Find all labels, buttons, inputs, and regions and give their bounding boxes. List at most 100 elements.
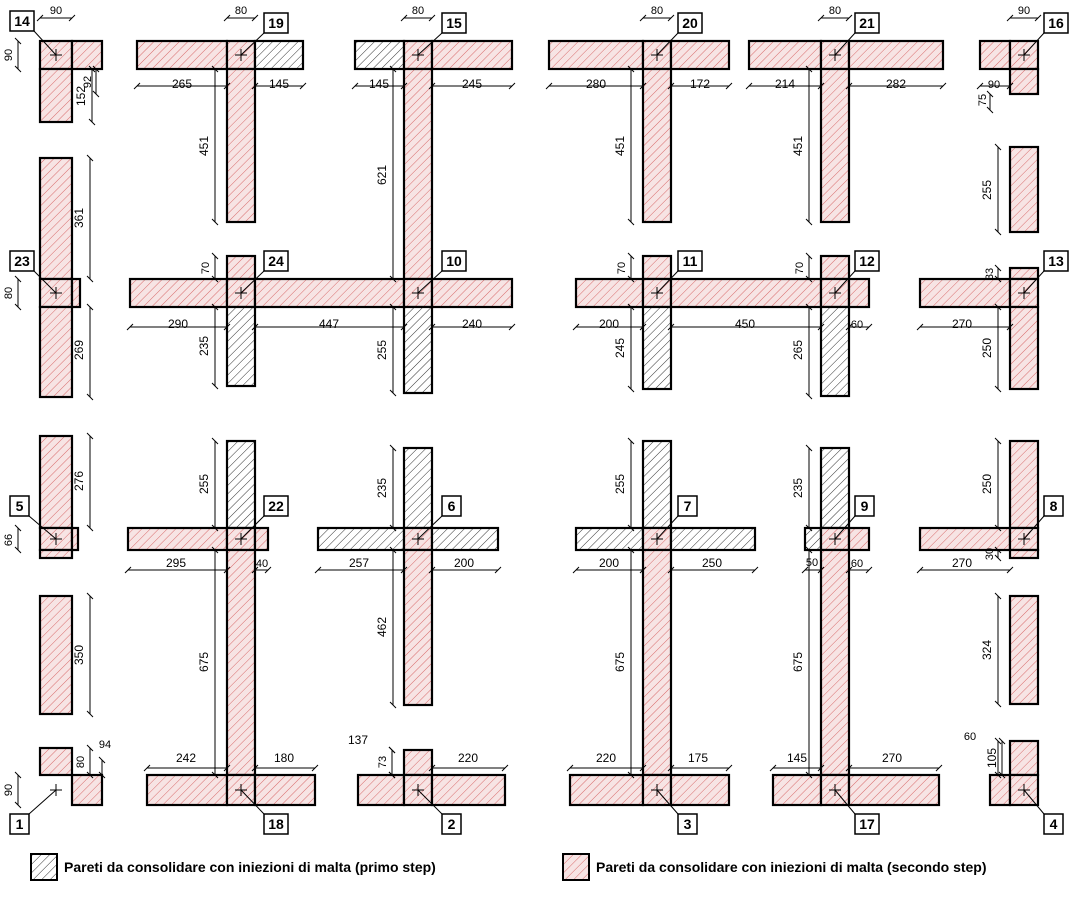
- wall-second-step: [641, 67, 673, 224]
- wall-second-step: [225, 548, 257, 777]
- wall-second-step: [988, 773, 1012, 807]
- dimension-text: 324: [980, 640, 994, 660]
- legend-swatch-red-hatch: [562, 853, 590, 881]
- wall-first-step: [819, 446, 851, 530]
- dimension-text: 73: [377, 756, 389, 768]
- node-label-2: 2: [417, 789, 462, 835]
- wall-second-step: [135, 39, 229, 71]
- dimension-text: 269: [72, 340, 86, 360]
- node-label-22: 22: [240, 495, 289, 540]
- svg-text:1: 1: [16, 816, 24, 832]
- node-label-3: 3: [656, 789, 698, 835]
- dimension-text: 80: [412, 5, 424, 17]
- dimension-text: 245: [462, 77, 482, 91]
- dimension-text: 75: [977, 94, 989, 106]
- dimension-text: 66: [3, 534, 15, 546]
- svg-text:14: 14: [14, 13, 30, 29]
- dimension-text: 235: [791, 478, 805, 498]
- svg-text:11: 11: [683, 253, 698, 269]
- wall-second-step: [747, 39, 823, 71]
- dimension-text: 270: [952, 556, 972, 570]
- wall-first-step: [253, 39, 305, 71]
- wall-second-step: [819, 548, 851, 777]
- node-label-16: 16: [1023, 12, 1069, 56]
- wall-second-step: [669, 773, 731, 807]
- dimension-text: 447: [319, 317, 339, 331]
- wall-second-step: [847, 277, 871, 309]
- wall-second-step: [978, 39, 1012, 71]
- dimension-text: 240: [462, 317, 482, 331]
- dimension-text: 60: [851, 558, 863, 570]
- dimension-text: 80: [651, 5, 663, 17]
- wall-first-step: [819, 305, 851, 398]
- svg-text:21: 21: [859, 15, 875, 31]
- legend-first-step-label: Pareti da consolidare con iniezioni di m…: [64, 859, 436, 875]
- dimension-text: 451: [791, 136, 805, 156]
- wall-second-step: [641, 254, 673, 281]
- svg-text:24: 24: [268, 253, 284, 269]
- wall-second-step: [128, 277, 229, 309]
- dimension-text: 90: [3, 784, 15, 796]
- dimension-text: 70: [200, 262, 212, 274]
- wall-second-step: [225, 254, 257, 281]
- dimension-text: 40: [256, 558, 268, 570]
- dimension-text: 70: [794, 262, 806, 274]
- dimension-text: 257: [349, 556, 369, 570]
- node-label-9: 9: [834, 495, 875, 540]
- wall-first-step: [430, 526, 500, 552]
- dimension-text: 220: [596, 751, 616, 765]
- dimension-text: 282: [886, 77, 906, 91]
- node-label-11: 11: [656, 250, 703, 294]
- dimension-text: 265: [791, 340, 805, 360]
- dimension-text: 270: [882, 751, 902, 765]
- dimension-text: 200: [454, 556, 474, 570]
- wall-second-step: [356, 773, 406, 807]
- wall-second-step: [70, 773, 104, 807]
- svg-text:23: 23: [14, 253, 30, 269]
- wall-second-step: [126, 526, 229, 552]
- dimension-text: 675: [791, 652, 805, 672]
- wall-second-step: [819, 254, 851, 281]
- svg-text:7: 7: [684, 498, 692, 514]
- svg-text:20: 20: [682, 15, 698, 31]
- node-label-10: 10: [417, 250, 467, 294]
- svg-text:9: 9: [861, 498, 869, 514]
- wall-second-step: [430, 773, 507, 807]
- wall-second-step: [38, 746, 74, 777]
- wall-second-step: [1008, 739, 1040, 777]
- dimension-text: 90: [1018, 5, 1030, 17]
- node-label-7: 7: [656, 495, 698, 540]
- wall-first-step: [402, 305, 434, 395]
- wall-first-step: [641, 305, 673, 391]
- svg-text:13: 13: [1048, 253, 1064, 269]
- wall-second-step: [847, 526, 871, 552]
- dimension-text: 137: [348, 733, 368, 747]
- wall-first-step: [803, 526, 823, 552]
- dimension-text: 621: [375, 165, 389, 185]
- dimension-text: 80: [829, 5, 841, 17]
- wall-first-step: [641, 439, 673, 530]
- node-label-20: 20: [656, 12, 703, 56]
- wall-second-step: [1008, 67, 1040, 96]
- dimension-text: 70: [616, 262, 628, 274]
- svg-text:5: 5: [16, 498, 24, 514]
- wall-second-step: [70, 277, 82, 309]
- dimension-text: 295: [166, 556, 186, 570]
- wall-first-step: [669, 526, 757, 552]
- dimension-text: 80: [3, 287, 15, 299]
- svg-text:8: 8: [1050, 498, 1058, 514]
- wall-second-step: [771, 773, 823, 807]
- dimension-text: 50: [806, 557, 818, 569]
- dimension-text: 80: [75, 756, 87, 768]
- dimension-text: 250: [980, 338, 994, 358]
- dimension-text: 200: [599, 317, 619, 331]
- wall-second-step: [1008, 548, 1040, 560]
- wall-first-step: [574, 526, 645, 552]
- dimension-text: 60: [964, 731, 976, 743]
- wall-second-step: [145, 773, 229, 807]
- node-label-23: 23: [9, 250, 57, 294]
- wall-first-step: [353, 39, 406, 71]
- wall-second-step: [1008, 594, 1040, 706]
- wall-second-step: [1008, 305, 1040, 391]
